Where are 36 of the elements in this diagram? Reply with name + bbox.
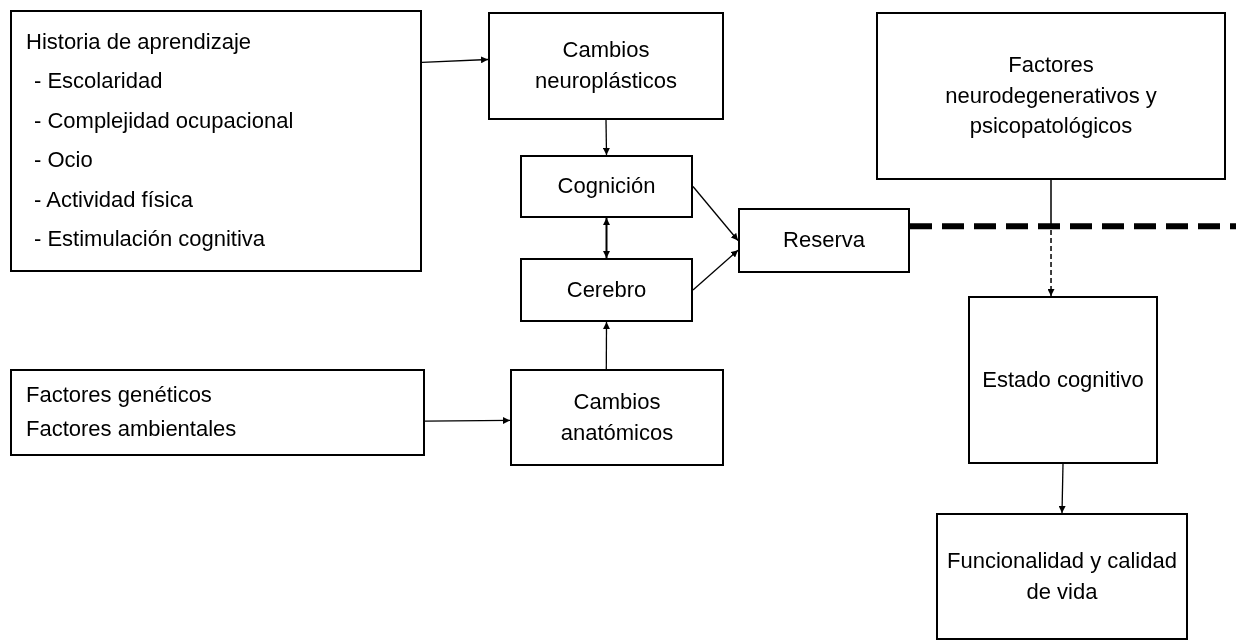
node-text: Cambios anatómicos [559, 387, 675, 447]
process-box [968, 296, 1158, 464]
node-text: Cerebro [566, 275, 647, 304]
process-box [10, 369, 425, 456]
node-text: Factores genéticos [26, 381, 212, 410]
list-item: - Escolaridad [33, 67, 163, 96]
heading-text: Historia de aprendizaje [26, 27, 252, 56]
process-box [738, 208, 910, 273]
list-item: - Ocio [33, 146, 93, 175]
process-box [488, 12, 724, 120]
node-text: Estado cognitivo [982, 365, 1144, 394]
arrow [424, 417, 511, 424]
arrow [421, 56, 489, 64]
node-text: Reserva [783, 226, 865, 255]
arrow [692, 185, 739, 242]
arrow [602, 119, 610, 156]
node-text: Cambios neuroplásticos [534, 36, 678, 95]
node-text: Factores neurodegenerativos y psicopatológicos [944, 50, 1158, 141]
arrow [603, 217, 610, 259]
arrow [1047, 179, 1055, 297]
arrow [602, 321, 610, 370]
process-box [520, 155, 693, 218]
list-item: - Complejidad ocupacional [33, 106, 294, 135]
arrow [692, 249, 739, 291]
process-box [520, 258, 693, 322]
node-text: Cognición [557, 172, 656, 201]
node-text: Funcionalidad y calidad de vida [946, 546, 1178, 606]
list-item: - Estimulación cognitiva [33, 225, 266, 254]
arrow [1058, 463, 1066, 514]
list-item: - Actividad física [33, 185, 193, 214]
process-box [936, 513, 1188, 640]
process-box [876, 12, 1226, 180]
process-box [10, 10, 422, 272]
node-text: Factores ambientales [26, 415, 237, 444]
process-box [510, 369, 724, 466]
dashed-line [910, 223, 1236, 230]
